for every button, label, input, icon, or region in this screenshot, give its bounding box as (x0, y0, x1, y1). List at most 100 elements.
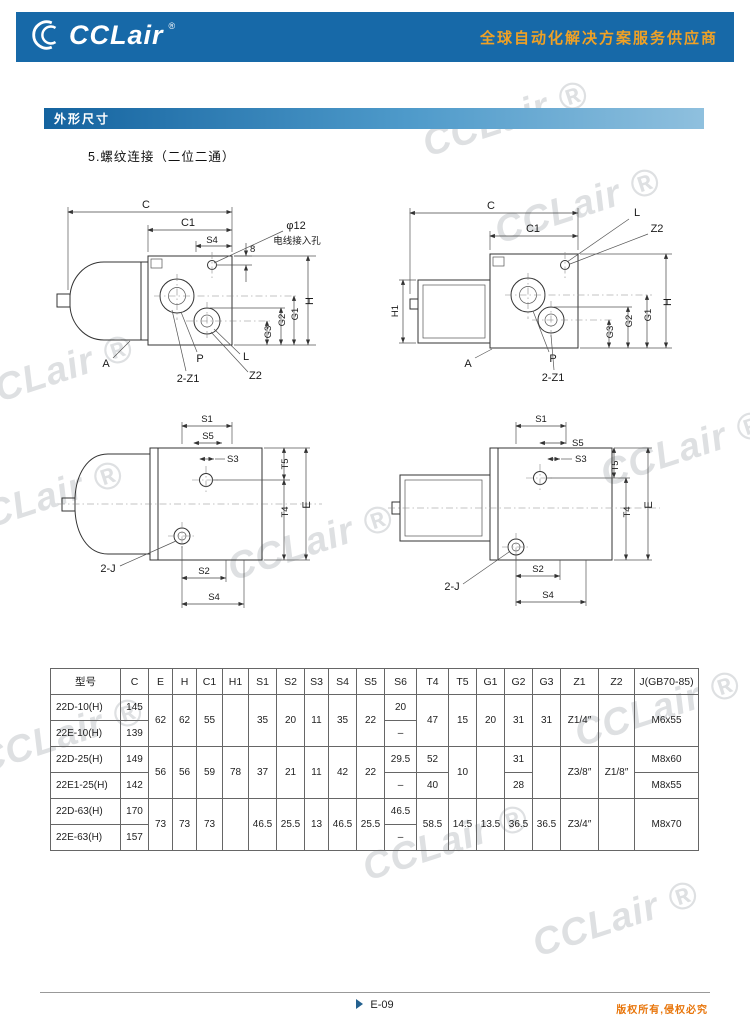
dim-label-s4: S4 (208, 592, 220, 603)
table-cell: 20 (476, 694, 505, 747)
table-cell: – (384, 824, 417, 851)
triangle-right-icon (356, 999, 364, 1009)
col-header: C1 (196, 668, 223, 695)
table-cell: 37 (248, 746, 277, 799)
dim-label-h1: H1 (390, 305, 401, 317)
table-cell (598, 694, 635, 747)
brand-logo: CCLair ® (32, 18, 175, 57)
model-cell: 22E-10(H) (50, 720, 121, 747)
table-cell: 25.5 (276, 798, 305, 851)
page-number-text: E-09 (370, 999, 394, 1011)
table-cell: 59 (196, 746, 223, 799)
table-cell: 29.5 (384, 746, 417, 773)
table-row: 22D-10(H) 145 62 62 55 35 20 11 35 22 20… (50, 694, 699, 747)
col-header: E (148, 668, 173, 695)
dim-label-h: H (304, 297, 316, 305)
dim-label-phi12: φ12 (286, 220, 305, 232)
dim-label-s5: S5 (202, 431, 214, 442)
table-cell: – (384, 720, 417, 747)
drawing-top-right: C C1 L Z2 H1 H G1 G2 G3 A P 2-Z1 (390, 200, 674, 384)
table-cell (222, 694, 249, 747)
table-cell: 31 (504, 746, 533, 773)
drawing-bottom-left: S1 S5 S3 T5 T4 E 2-J S2 S4 (58, 414, 322, 608)
col-header: H1 (222, 668, 249, 695)
page-number: E-09 (0, 999, 750, 1011)
dim-label-s2: S2 (198, 566, 210, 577)
table-cell (476, 746, 505, 799)
model-cell: 22D-63(H) (50, 798, 121, 825)
technical-drawings: C C1 S4 φ12 电线接入孔 8 H G1 G2 G3 A (0, 178, 750, 668)
table-cell: 13 (304, 798, 329, 851)
table-cell: 31 (504, 694, 533, 747)
table-cell: 36.5 (532, 798, 561, 851)
dim-label-e: E (643, 501, 655, 508)
col-header: H (172, 668, 197, 695)
dim-label-s2: S2 (532, 564, 544, 575)
table-cell: 31 (532, 694, 561, 747)
table-cell: 73 (172, 798, 197, 851)
dim-label-s3: S3 (227, 454, 239, 465)
dim-label-g3: G3 (263, 326, 274, 339)
dim-label-c: C (142, 199, 150, 211)
dim-label-g2: G2 (277, 314, 288, 327)
dim-label-c1: C1 (526, 223, 540, 235)
dim-label-s1: S1 (201, 414, 213, 425)
table-row: 22D-63(H) 170 73 73 73 46.5 25.5 13 46.5… (50, 798, 699, 851)
table-cell: 142 (120, 772, 149, 799)
port-label-a: A (102, 358, 110, 370)
table-cell: 46.5 (384, 798, 417, 825)
table-cell: 14.5 (448, 798, 477, 851)
table-cell: 73 (196, 798, 223, 851)
table-cell: 35 (328, 694, 357, 747)
table-cell: 10 (448, 746, 477, 799)
table-cell: 73 (148, 798, 173, 851)
model-cell: 22D-25(H) (50, 746, 121, 773)
port-label-p: P (196, 353, 203, 365)
table-cell: M8x60 (634, 746, 699, 773)
dim-label-l: L (243, 351, 249, 363)
drawing-top-left: C C1 S4 φ12 电线接入孔 8 H G1 G2 G3 A (56, 199, 321, 385)
mount-hole-label-2j: 2-J (444, 581, 459, 593)
table-cell: 21 (276, 746, 305, 799)
table-cell: 139 (120, 720, 149, 747)
dim-label-s1: S1 (535, 414, 547, 425)
section-title-bar: 外形尺寸 (44, 108, 704, 129)
table-cell: 22 (356, 746, 385, 799)
col-header: G1 (476, 668, 505, 695)
thread-label-z2: Z2 (651, 223, 664, 235)
table-row: 22E-63(H) 157 – (50, 824, 699, 851)
table-cell: Z3/4″ (560, 798, 599, 851)
table-cell: M6x55 (634, 694, 699, 747)
col-header: J(GB70-85) (634, 668, 699, 695)
table-cell: 11 (304, 746, 329, 799)
col-header: S6 (384, 668, 417, 695)
thread-label-2z1: 2-Z1 (177, 373, 200, 385)
table-cell: 11 (304, 694, 329, 747)
dim-label-s4: S4 (206, 235, 218, 246)
table-cell: 46.5 (248, 798, 277, 851)
table-row: 22E-10(H) 139 – (50, 720, 699, 747)
port-label-a: A (464, 358, 472, 370)
table-cell: 25.5 (356, 798, 385, 851)
col-header: T5 (448, 668, 477, 695)
table-cell: 15 (448, 694, 477, 747)
col-header: C (120, 668, 149, 695)
copyright-notice: 版权所有,侵权必究 (616, 1005, 708, 1016)
thread-label-z2: Z2 (249, 370, 262, 382)
dim-label-c: C (487, 200, 495, 212)
table-cell: Z3/8″ (560, 746, 599, 799)
registered-mark-icon: ® (168, 20, 176, 31)
model-cell: 22D-10(H) (50, 694, 121, 721)
table-cell: 52 (416, 746, 449, 773)
cable-entry-label: 电线接入孔 (273, 235, 321, 247)
model-cell: 22E-63(H) (50, 824, 121, 851)
table-cell: 62 (148, 694, 173, 747)
col-header: S1 (248, 668, 277, 695)
col-header: G3 (532, 668, 561, 695)
dim-label-t5: T5 (280, 458, 291, 469)
mount-hole-label-2j: 2-J (100, 563, 115, 575)
dim-label-s5: S5 (572, 438, 584, 449)
table-cell: 56 (148, 746, 173, 799)
table-cell: 20 (384, 694, 417, 721)
table-cell: 157 (120, 824, 149, 851)
